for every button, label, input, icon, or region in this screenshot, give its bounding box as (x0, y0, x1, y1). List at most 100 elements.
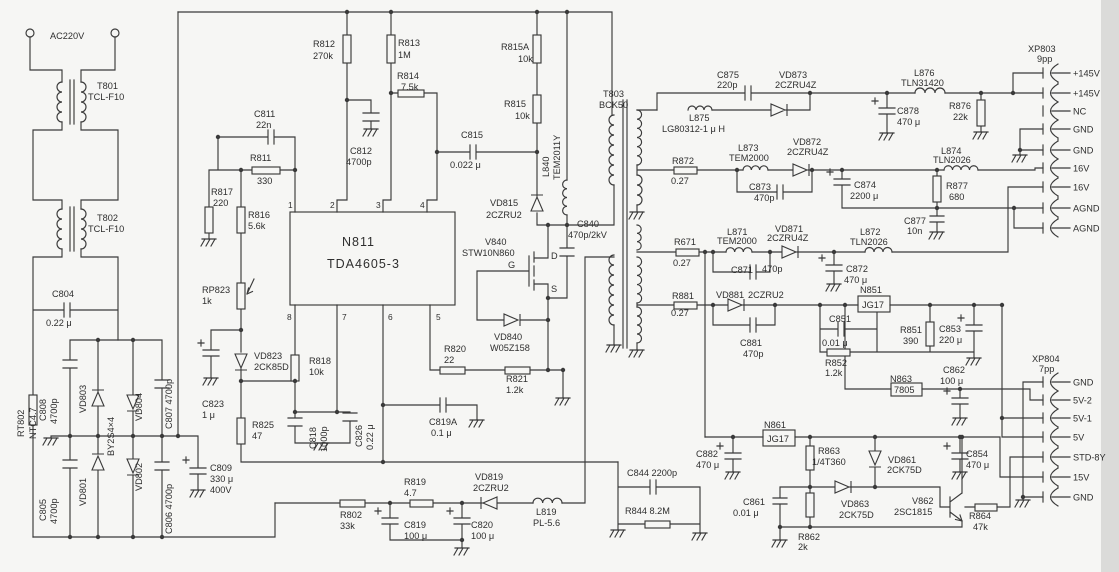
label-c871-val: 470p (762, 264, 782, 274)
label-ac220v: AC220V (50, 31, 85, 41)
label-c874-val: 2200 μ (850, 191, 878, 201)
label-c881-val: 470p (743, 349, 763, 359)
label-vd823-ref: VD823 (254, 351, 282, 361)
junction-dot (534, 9, 540, 15)
junction-dot (1020, 494, 1026, 500)
label-r813-val: 1M (398, 50, 411, 60)
label-r881-ref: R881 (672, 291, 694, 301)
label-r862-ref: R862 (798, 532, 820, 542)
label-r671-val: 0.27 (673, 258, 691, 268)
label-l872-part: TLN2026 (850, 237, 888, 247)
label-n861-ref: N861 (764, 420, 786, 430)
label-c815-ref: C815 (461, 130, 483, 140)
junction-dot (334, 409, 340, 415)
junction-dot (807, 90, 813, 96)
mosfet-wires (476, 11, 701, 534)
resistor-body (28, 394, 38, 426)
label-source: S (551, 284, 557, 294)
label-c875-val: 220p (717, 80, 737, 90)
label-c826-val: 0.22 μ (365, 424, 375, 450)
label-r811-ref: R811 (250, 153, 271, 163)
label-l874-part: TLN2026 (933, 155, 971, 165)
junction-dot (130, 433, 136, 439)
label-l819-ref: L819 (536, 507, 556, 517)
bridge-wires (32, 11, 276, 538)
junction-dot (545, 367, 551, 373)
transformer-t803 (622, 99, 677, 351)
label-c809-val: 330 μ (210, 474, 233, 484)
label-c809-ref: C809 (210, 463, 232, 473)
junction-dot (884, 90, 890, 96)
label-vd803: VD803 (78, 385, 88, 413)
label-pin5: 5 (436, 312, 441, 322)
label-c811-ref: C811 (254, 109, 275, 119)
label-r812-val: 270k (313, 51, 333, 61)
junction-dot (831, 249, 837, 255)
xp804-pin-label: GND (1073, 493, 1094, 503)
label-r819-ref: R819 (404, 477, 426, 487)
junction-dot (159, 433, 165, 439)
junction-dot (238, 167, 244, 173)
ic-n851-box (857, 295, 891, 313)
junction-dot (388, 9, 394, 15)
scan-band (1101, 0, 1119, 572)
junction-dot (971, 302, 977, 308)
junction-dot (772, 302, 778, 308)
label-c882-ref: C882 (696, 449, 718, 459)
junction-dot (434, 149, 440, 155)
label-n811-part: TDA4605-3 (327, 257, 400, 271)
label-vd871-ref: VD871 (775, 224, 803, 234)
junction-dot (564, 222, 570, 228)
junction-dot (292, 409, 298, 415)
label-l819-val: PL-5.6 (533, 518, 560, 528)
resistor-body (339, 499, 366, 508)
label-c878-val: 470 μ (897, 117, 920, 127)
resistor-body (386, 34, 396, 64)
junction-dot (934, 167, 940, 173)
junction-dot (459, 500, 465, 506)
diode-symbols (91, 103, 882, 510)
label-c862-ref: C862 (943, 365, 965, 375)
resistor-body (974, 503, 998, 512)
t803-core (622, 99, 677, 351)
label-l876-ref: L876 (914, 68, 934, 78)
label-r671-ref: R671 (674, 237, 696, 247)
xp804-pin-label: 5V (1073, 433, 1085, 443)
label-vd802: VD802 (134, 463, 144, 491)
v862-emitter-arrow (954, 514, 963, 522)
label-vd815-ref: VD815 (490, 198, 518, 208)
label-gate: G (508, 260, 515, 270)
junction-dot (380, 402, 386, 408)
label-vd881-val: 2CZRU2 (748, 290, 784, 300)
label-r817-val: 220 (213, 198, 228, 208)
label-vd881-ref: VD881 (716, 290, 744, 300)
label-r864-ref: R864 (969, 511, 991, 521)
label-r876-val: 22k (953, 112, 968, 122)
polarity-plus-marks (182, 97, 965, 515)
label-t802-part: TCL-F10 (88, 224, 124, 234)
xp804-pin-label: GND (1073, 378, 1094, 388)
junction-dot (807, 434, 813, 440)
junction-dot (934, 205, 940, 211)
label-n861-part: JG17 (767, 434, 789, 444)
junction-dot (767, 249, 773, 255)
junction-dot (839, 167, 845, 173)
label-l876-part: TLN31420 (901, 78, 944, 88)
label-r864-val: 47k (973, 522, 988, 532)
resistor-body (251, 166, 281, 175)
junction-dot (999, 302, 1005, 308)
junction-dot (842, 302, 848, 308)
label-r813-ref: R813 (398, 38, 420, 48)
label-c840-ref: C840 (577, 219, 599, 229)
rail5-wires (696, 304, 1044, 438)
junction-dot (978, 90, 984, 96)
label-r817-ref: R817 (211, 187, 233, 197)
junction-dot (807, 524, 813, 530)
junction-dot (534, 149, 540, 155)
label-t803-part: BCK50 (599, 100, 628, 110)
label-c878-ref: C878 (897, 106, 919, 116)
label-n863-ref: N863 (890, 374, 912, 384)
junction-dot (560, 367, 566, 373)
